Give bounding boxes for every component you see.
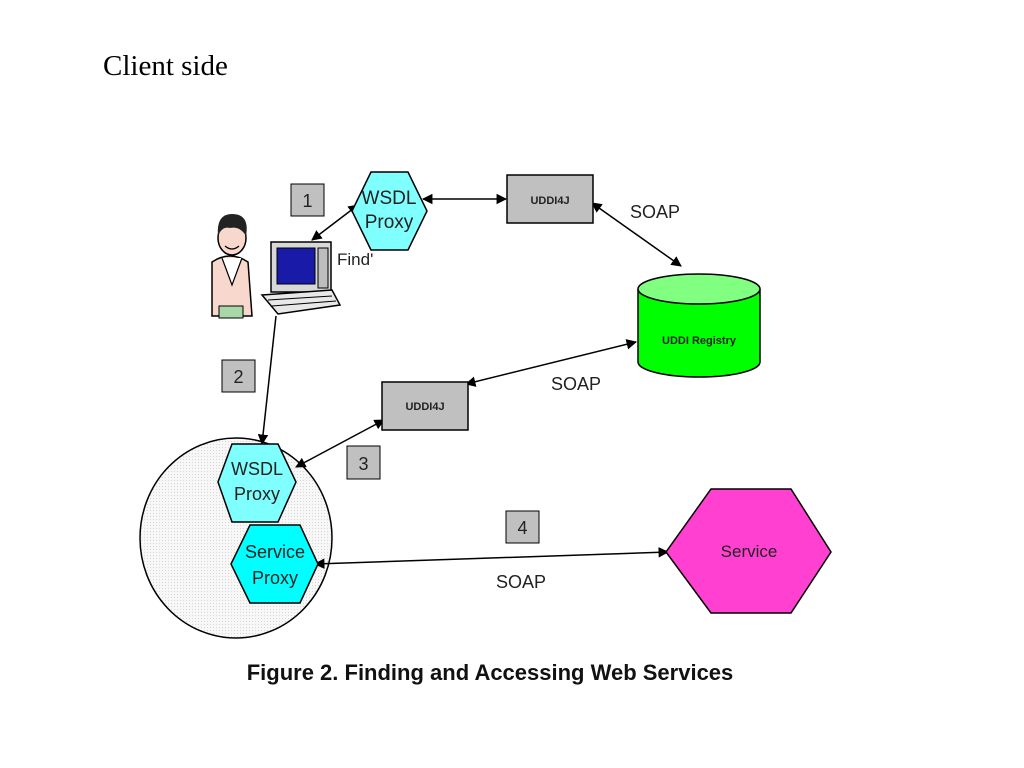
service-node: Service: [665, 488, 832, 614]
svg-text:Proxy: Proxy: [252, 568, 298, 588]
find-label: Find': [337, 250, 373, 269]
uddi4j-mid: UDDI4J: [381, 381, 469, 431]
svg-text:Service: Service: [721, 542, 778, 561]
svg-text:2: 2: [233, 367, 243, 387]
svg-text:WSDL: WSDL: [231, 459, 283, 479]
svg-text:4: 4: [517, 518, 527, 538]
user-at-computer-icon: [211, 214, 342, 319]
svg-text:WSDL: WSDL: [362, 188, 417, 209]
figure-caption: Figure 2. Finding and Accessing Web Serv…: [246, 660, 734, 685]
step-1: 1: [290, 183, 325, 217]
edge-uddi4j-wsdl-client: [295, 419, 385, 468]
wsdl-proxy-client: WSDL Proxy: [217, 443, 297, 523]
svg-text:Proxy: Proxy: [234, 484, 280, 504]
svg-text:Proxy: Proxy: [365, 212, 414, 233]
soap-label-top: SOAP: [630, 202, 680, 222]
svg-text:UDDI4J: UDDI4J: [405, 401, 444, 413]
uddi-registry: UDDI Registry: [637, 273, 761, 378]
svg-text:UDDI Registry: UDDI Registry: [662, 335, 737, 347]
svg-text:UDDI4J: UDDI4J: [530, 195, 569, 207]
soap-label-mid: SOAP: [551, 374, 601, 394]
step-2: 2: [221, 359, 256, 393]
service-proxy: Service Proxy: [230, 524, 319, 604]
edge-registry-uddi4j: [464, 339, 638, 387]
soap-label-bottom: SOAP: [496, 572, 546, 592]
edge-user-wsdl-client: [257, 315, 277, 446]
edge-proxy-service: [313, 547, 670, 569]
svg-text:3: 3: [358, 454, 368, 474]
step-3: 3: [346, 445, 381, 480]
slide-title: Client side: [103, 50, 228, 82]
wsdl-proxy-top: WSDL Proxy: [351, 171, 428, 251]
svg-text:1: 1: [302, 191, 312, 211]
edge-uddi4j-registry: [591, 202, 682, 267]
uddi4j-top: UDDI4J: [506, 174, 594, 224]
step-4: 4: [505, 510, 540, 544]
edge-user-wsdl: [311, 204, 359, 241]
svg-text:Service: Service: [245, 542, 305, 562]
